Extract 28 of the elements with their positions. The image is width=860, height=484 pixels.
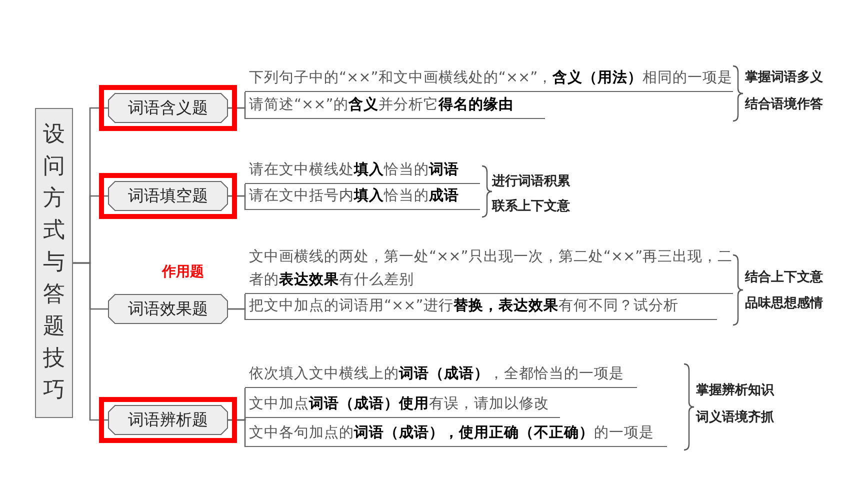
category-box: 词语填空题 — [108, 181, 228, 211]
connector-line — [228, 107, 246, 119]
connector-line — [228, 419, 246, 447]
category-box: 词语含义题 — [108, 93, 228, 123]
question-text: 文中画横线的两处，第一处“××”只出现一次，第二处“××”再三出现，二者的表达效果有什么差别 — [245, 246, 733, 294]
question-text: 请在文中横线处填入恰当的词语 — [245, 161, 480, 184]
summary-text: 掌握词语多义 — [745, 68, 823, 87]
question-text: 把文中加点的词语用“××”进行替换，表达效果有何不同？试分析 — [245, 297, 717, 320]
summary-text: 品味思想感情 — [745, 295, 823, 313]
question-text: 请简述“××”的含义并分析它得名的缘由 — [245, 96, 545, 119]
summary-text: 掌握辨析知识 — [696, 382, 774, 400]
root-box: 设问方式与答题技巧 — [35, 108, 73, 418]
summary-text: 词义语境齐抓 — [696, 408, 774, 427]
question-text: 文中加点词语（成语）使用有误，请加以修改 — [245, 393, 560, 418]
summary-text: 联系上下文意 — [492, 198, 570, 216]
connector-line — [73, 262, 108, 421]
connector-line — [228, 195, 246, 210]
question-text: 文中各句加点的词语（成语），使用正确（不正确）的一项是 — [245, 422, 667, 447]
annotation-label: 作用题 — [162, 263, 204, 282]
connector-line — [228, 308, 246, 320]
question-text: 请在文中括号内填入恰当的成语 — [245, 187, 480, 210]
question-text: 下列句子中的“××”和文中画横线处的“××”，含义（用法）相同的一项是 — [245, 44, 733, 92]
summary-text: 结合上下文意 — [745, 268, 823, 287]
question-text: 依次填入文中横线上的词语（成语），全都恰当的一项是 — [245, 365, 637, 388]
summary-text: 进行词语积累 — [492, 173, 570, 191]
summary-text: 结合语境作答 — [745, 96, 823, 114]
category-box: 词语辨析题 — [108, 405, 228, 435]
category-box: 词语效果题 — [108, 294, 228, 324]
